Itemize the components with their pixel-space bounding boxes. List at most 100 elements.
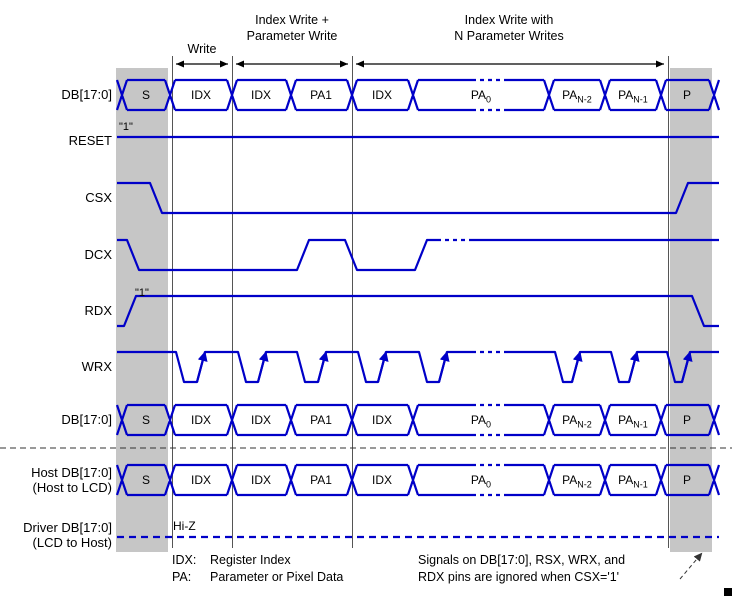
bus-cell-label: IDX (173, 413, 229, 431)
ignored-note-line2: RDX pins are ignored when CSX='1' (418, 570, 620, 584)
signal-label-db-mid: DB[17:0] (61, 412, 112, 427)
bus-cell-text: S (141, 473, 150, 487)
dcx-waveform (117, 238, 719, 272)
wrx-edge-arrow-5 (437, 351, 450, 383)
bus-cell-text: IDX (250, 88, 271, 102)
bus-cell-label: S (118, 473, 174, 491)
bus-cell-sub: N-2 (577, 94, 592, 105)
bus-cell-label: P (659, 413, 715, 431)
section-label-write: Write (187, 42, 217, 56)
bus-cell-label: PA1 (293, 473, 349, 491)
bus-cell-label: S (118, 413, 174, 431)
corner-mark (724, 588, 732, 596)
bus-cell-label: IDX (233, 473, 289, 491)
bus-cell-sub: 0 (486, 419, 492, 430)
bus-cell-label: P (659, 88, 715, 106)
section-label-index-parameter-write-line2: Parameter Write (246, 29, 338, 43)
bus-cell-label: PA0 (453, 473, 509, 491)
signal-label-host-db-line2: (Host to LCD) (32, 480, 112, 495)
bus-cell-text: PA (470, 473, 487, 487)
signal-label-dcx: DCX (84, 247, 112, 262)
bus-cell-label: IDX (233, 413, 289, 431)
rdx-waveform (117, 294, 719, 328)
bus-cell-text: S (141, 88, 150, 102)
note-callout-arrow (679, 552, 703, 580)
legend-pa-term: PA: (172, 570, 192, 584)
bus-cell-label: PAN-1 (605, 413, 661, 431)
signal-label-driver-db-line1: Driver DB[17:0] (23, 520, 112, 535)
bus-cell-text: PA (470, 413, 487, 427)
bus-cell-label: IDX (233, 88, 289, 106)
section-label-index-parameter-write: Index Write + Parameter Write (230, 12, 354, 44)
legend-idx: IDX: Register Index (172, 553, 291, 568)
bus-cell-label: PA1 (293, 413, 349, 431)
bus-cell-text: PA (618, 88, 634, 102)
bus-cell-label: PAN-2 (549, 88, 605, 106)
signal-label-csx: CSX (85, 190, 112, 205)
wrx-edge-arrow-1 (195, 351, 208, 383)
bus-cell-label: PA1 (293, 88, 349, 106)
bus-cell-label: PA0 (453, 413, 509, 431)
bus-cell-sub: 0 (486, 94, 492, 105)
bus-cell-text: PA (618, 413, 634, 427)
bus-cell-label: PAN-1 (605, 88, 661, 106)
bus-cell-sub: N-1 (633, 479, 648, 490)
bus-cell-text: IDX (371, 413, 392, 427)
wrx-edge-arrow-7 (627, 351, 640, 383)
hiz-label: Hi-Z (173, 519, 196, 533)
section-label-n-parameter-writes: Index Write with N Parameter Writes (352, 12, 666, 44)
bus-cell-text: IDX (190, 88, 211, 102)
bus-cell-label: PAN-2 (549, 413, 605, 431)
csx-waveform (117, 181, 719, 215)
bus-cell-sub: N-1 (633, 419, 648, 430)
ignored-note-line1: Signals on DB[17:0], RSX, WRX, and (418, 553, 626, 567)
bus-cell-text: PA (618, 473, 634, 487)
signal-label-rdx: RDX (84, 303, 112, 318)
bus-cell-label: PA0 (453, 88, 509, 106)
wrx-waveform (117, 350, 719, 384)
legend-pa-desc: Parameter or Pixel Data (210, 570, 344, 584)
signal-label-driver-db: Driver DB[17:0] (LCD to Host) (0, 520, 112, 550)
section-label-index-parameter-write-line1: Index Write + (255, 13, 329, 27)
bus-cell-text: IDX (250, 413, 271, 427)
bus-cell-text: IDX (371, 88, 392, 102)
bus-cell-text: S (141, 413, 150, 427)
bus-cell-text: PA (562, 473, 578, 487)
bus-cell-sub: N-1 (633, 94, 648, 105)
bus-cell-label: IDX (354, 88, 410, 106)
bus-cell-text: PA (562, 88, 578, 102)
bus-cell-text: P (682, 473, 691, 487)
bus-cell-text: PA (470, 88, 487, 102)
signal-label-driver-db-line2: (LCD to Host) (32, 535, 112, 550)
bus-cell-label: PAN-2 (549, 473, 605, 491)
bus-cell-text: P (682, 88, 691, 102)
bus-cell-sub: 0 (486, 479, 492, 490)
bus-cell-label: S (118, 88, 174, 106)
signal-label-host-db: Host DB[17:0] (Host to LCD) (0, 465, 112, 495)
legend-pa: PA: Parameter or Pixel Data (172, 570, 343, 585)
section-label-n-parameter-writes-line1: Index Write with (464, 13, 554, 27)
reset-level-note: "1" (119, 121, 133, 133)
bus-cell-sub: N-2 (577, 419, 592, 430)
signal-label-db-top: DB[17:0] (61, 87, 112, 102)
wrx-edge-arrow-8 (680, 351, 693, 383)
rdx-level-note: "1" (135, 287, 149, 299)
legend-idx-term: IDX: (172, 553, 197, 567)
bus-cell-text: IDX (190, 413, 211, 427)
bus-cell-label: P (659, 473, 715, 491)
signal-label-host-db-line1: Host DB[17:0] (31, 465, 112, 480)
bus-cell-text: PA1 (310, 88, 332, 102)
bus-cell-text: PA1 (310, 473, 332, 487)
bus-cell-label: IDX (173, 473, 229, 491)
bus-cell-text: IDX (371, 473, 392, 487)
bus-cell-label: IDX (173, 88, 229, 106)
signal-label-reset: RESET (68, 133, 112, 148)
legend-idx-desc: Register Index (210, 553, 291, 567)
bus-cell-label: IDX (354, 473, 410, 491)
signal-label-wrx: WRX (81, 359, 112, 374)
bus-cell-text: P (682, 413, 691, 427)
bus-cell-label: IDX (354, 413, 410, 431)
bus-cell-label: PAN-1 (605, 473, 661, 491)
